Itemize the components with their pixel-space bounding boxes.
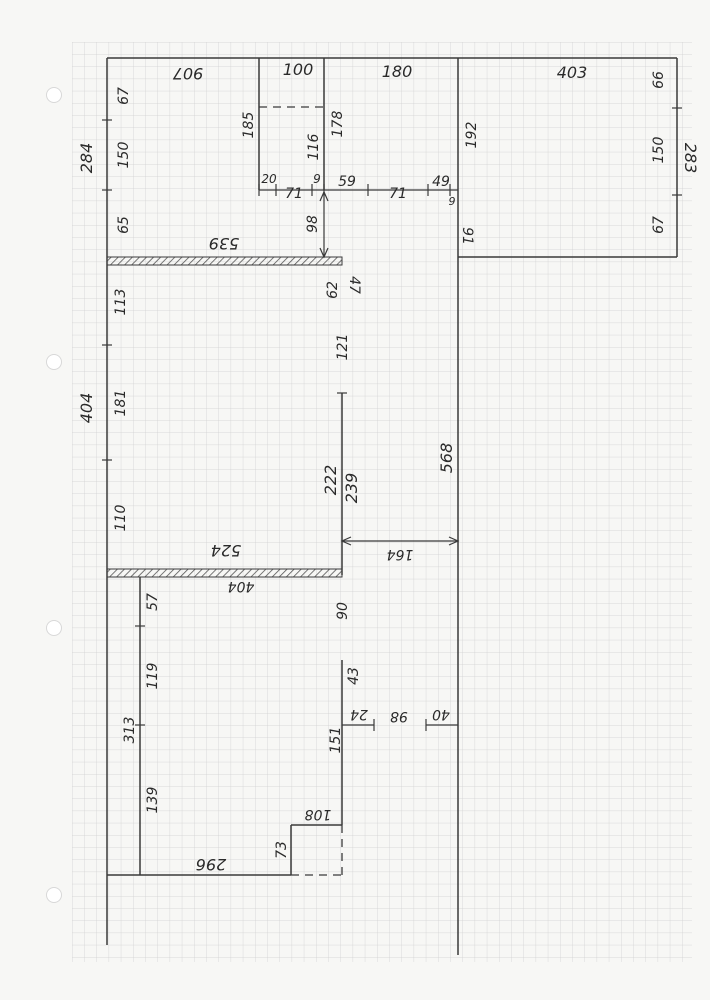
dim-label-283: 283 <box>681 143 700 174</box>
dim-label-24: 24 <box>350 706 368 722</box>
dim-label-192: 192 <box>464 122 480 149</box>
dim-label-178: 178 <box>330 111 346 138</box>
upper-beam <box>106 256 343 266</box>
binder-holes <box>46 87 62 903</box>
dim-label-67-right: 67 <box>651 216 667 234</box>
dim-label-121: 121 <box>335 334 351 361</box>
dim-label-180: 180 <box>382 62 413 81</box>
dim-label-150-left: 150 <box>116 142 132 169</box>
dim-label-113: 113 <box>113 289 129 316</box>
binder-hole <box>46 887 62 903</box>
binder-hole <box>46 620 62 636</box>
dim-label-239: 239 <box>342 473 361 504</box>
dashed-outlines <box>259 106 343 876</box>
dim-label-98: 98 <box>305 215 321 233</box>
dim-label-47: 47 <box>346 276 362 294</box>
dim-label-164: 164 <box>387 546 414 562</box>
dim-label-524: 524 <box>211 541 242 560</box>
dim-label-116: 116 <box>306 134 322 161</box>
dim-label-98-bottom: 98 <box>390 708 408 724</box>
dim-label-568: 568 <box>437 443 456 474</box>
dim-label-9-b: 9 <box>449 195 456 208</box>
dim-label-73: 73 <box>274 841 290 859</box>
arrow-164-head-left <box>340 536 352 546</box>
dim-label-67: 67 <box>116 87 132 105</box>
dim-label-119: 119 <box>145 663 161 690</box>
dim-label-108: 108 <box>305 806 332 822</box>
dim-label-20: 20 <box>261 172 277 186</box>
dim-label-181: 181 <box>113 390 129 417</box>
dim-label-151: 151 <box>328 727 344 754</box>
dim-label-40: 40 <box>432 706 450 722</box>
dim-label-296: 296 <box>196 855 227 874</box>
arrow-98-head-top <box>319 190 329 202</box>
dim-label-110: 110 <box>113 505 129 532</box>
dimension-marks <box>102 107 682 731</box>
dim-label-71-a: 71 <box>285 186 303 202</box>
dim-label-65: 65 <box>116 216 132 234</box>
walls <box>106 57 678 955</box>
dim-label-62: 62 <box>325 281 341 299</box>
dim-label-185: 185 <box>241 112 257 139</box>
dim-label-43: 43 <box>346 667 362 685</box>
dim-label-57: 57 <box>145 593 161 611</box>
dim-label-91: 91 <box>459 227 475 245</box>
dim-label-313: 313 <box>122 717 138 744</box>
dim-label-907: 907 <box>172 64 203 83</box>
dim-label-284: 284 <box>77 143 96 174</box>
binder-hole <box>46 354 62 370</box>
arrow-98-head-bottom <box>319 247 329 259</box>
dim-label-222: 222 <box>321 465 340 496</box>
dim-label-403: 403 <box>557 63 588 82</box>
dim-label-59: 59 <box>338 174 356 190</box>
arrow-164-head-right <box>448 536 460 546</box>
dim-label-139: 139 <box>145 787 161 814</box>
grid-paper <box>72 42 692 962</box>
lower-beam <box>106 568 343 578</box>
dim-label-539: 539 <box>209 234 240 253</box>
dim-label-49: 49 <box>432 174 450 190</box>
binder-hole <box>46 87 62 103</box>
dim-label-404-beam: 404 <box>228 578 255 594</box>
dim-label-90: 90 <box>335 602 351 620</box>
dim-label-404: 404 <box>77 393 96 424</box>
dim-label-71-b: 71 <box>389 186 407 202</box>
dim-label-66: 66 <box>651 71 667 89</box>
dim-label-100: 100 <box>283 60 314 79</box>
dim-label-150-right: 150 <box>651 137 667 164</box>
dim-label-9-a: 9 <box>313 172 321 186</box>
